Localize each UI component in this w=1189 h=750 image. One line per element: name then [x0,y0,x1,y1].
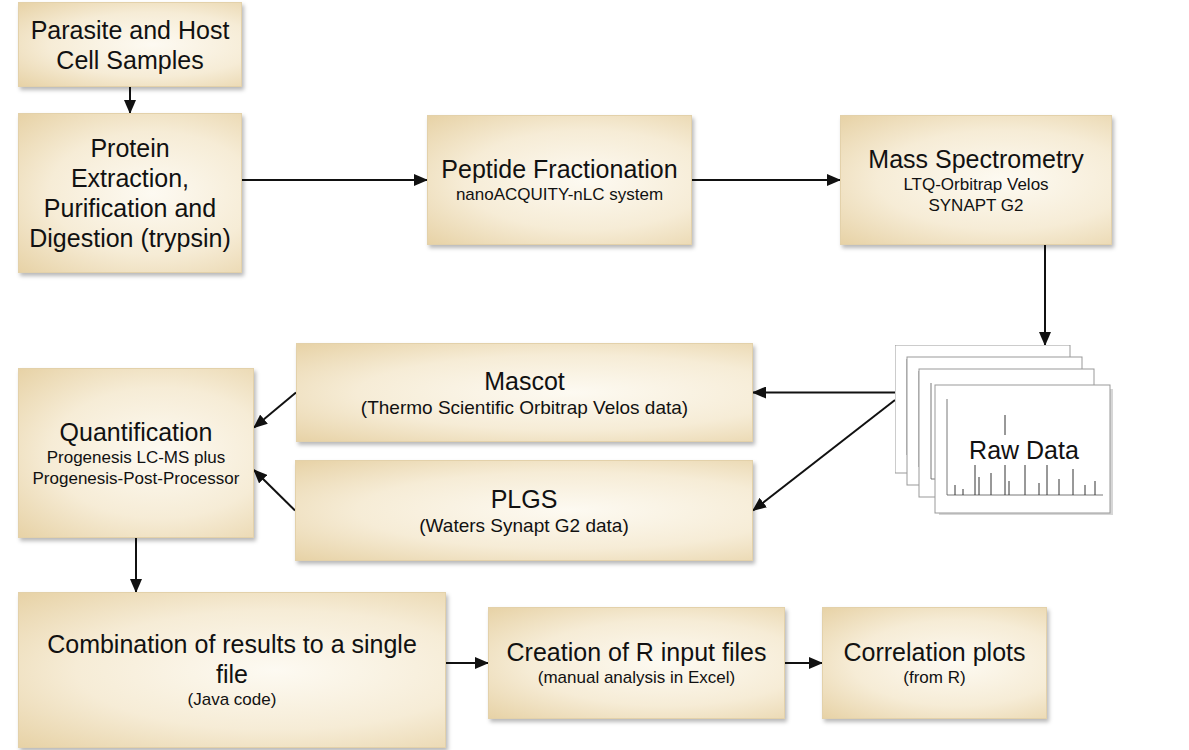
flow-arrow [254,393,296,428]
raw-data-stack: Raw Data [895,345,1113,515]
box-title: Quantification [60,417,213,447]
box-title: Raw Data [965,435,1083,465]
box-title: PLGS [491,484,558,514]
box-title: Mass Spectrometry [868,144,1083,174]
box-title: Protein Extraction, Purification and Dig… [29,133,231,253]
box-title: Creation of R input files [507,637,767,667]
flow-arrow [135,538,137,592]
process-box: Creation of R input files(manual analysi… [488,607,785,719]
box-subtitle: LTQ-Orbitrap Velos [903,174,1048,195]
flow-arrow [692,179,840,181]
spectra-stack [895,345,1113,515]
process-box: Peptide FractionationnanoACQUITY-nLC sys… [427,115,692,245]
spectrum-sheet [935,385,1110,513]
box-subtitle: (Waters Synapt G2 data) [419,514,628,538]
box-subtitle: (manual analysis in Excel) [538,667,735,688]
process-box: QuantificationProgenesis LC-MS plus Prog… [18,368,254,538]
flow-arrow [254,470,295,511]
box-title: Parasite and Host Cell Samples [29,15,231,75]
flow-arrow [242,179,427,181]
box-title: Correlation plots [843,637,1025,667]
process-box: Mass SpectrometryLTQ-Orbitrap VelosSYNAP… [840,115,1112,245]
box-subtitle: Progenesis LC-MS plus Progenesis-Post-Pr… [29,447,243,490]
process-box: Protein Extraction, Purification and Dig… [18,113,242,273]
box-title: Mascot [484,366,565,396]
box-subtitle: (Thermo Scientific Orbitrap Velos data) [361,396,688,420]
process-box: Mascot(Thermo Scientific Orbitrap Velos … [296,343,753,442]
flow-arrow [446,662,488,664]
process-box: PLGS(Waters Synapt G2 data) [295,460,753,561]
box-title: Peptide Fractionation [441,154,677,184]
process-box: Correlation plots(from R) [822,607,1047,719]
process-box: Parasite and Host Cell Samples [18,2,242,87]
box-title: Combination of results to a single file [29,629,435,689]
flow-arrow [1044,245,1046,345]
flow-arrow [785,662,822,664]
box-subtitle: nanoACQUITY-nLC system [456,184,663,205]
box-subtitle: (from R) [903,667,965,688]
box-subtitle: SYNAPT G2 [928,195,1023,216]
flow-arrow [753,400,895,511]
flow-arrow [129,87,131,113]
flow-arrow [753,392,895,394]
box-subtitle: (Java code) [188,689,277,710]
process-box: Combination of results to a single file(… [18,592,446,748]
